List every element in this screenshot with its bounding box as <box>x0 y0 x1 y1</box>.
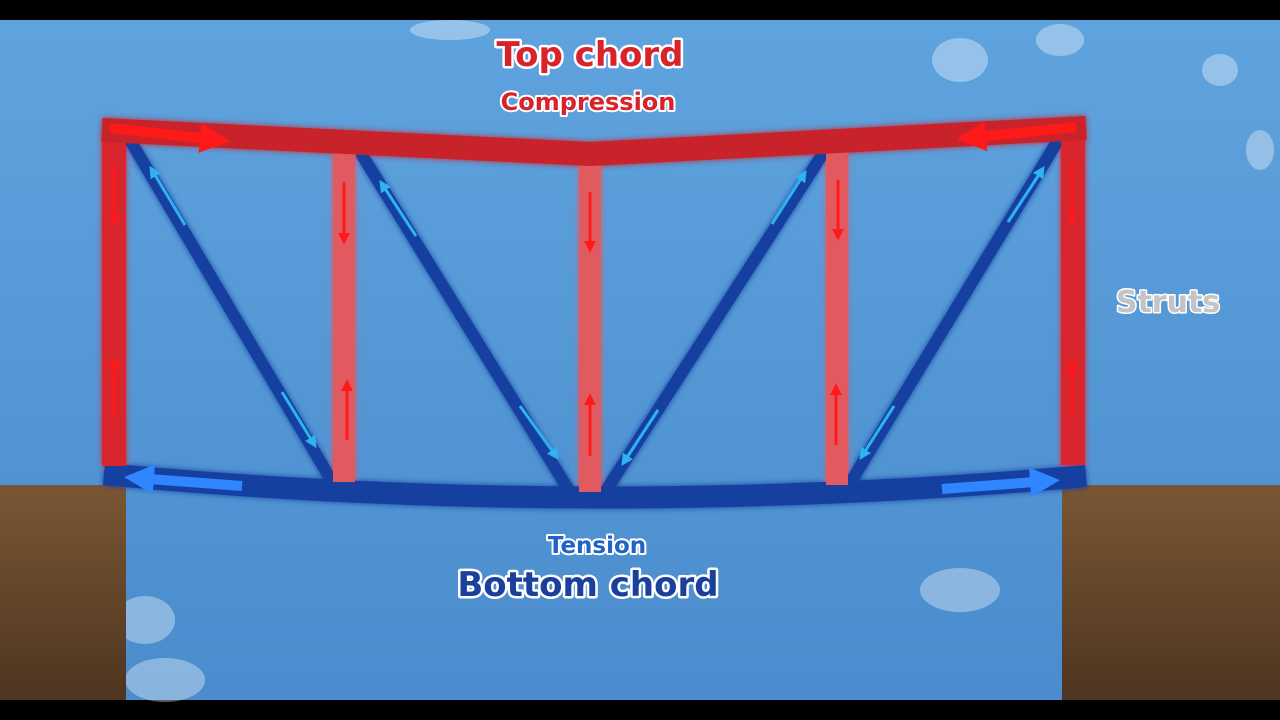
tension-label: Tension <box>548 533 646 559</box>
compression-arrow-left <box>109 123 230 153</box>
ground-right <box>1062 485 1280 700</box>
tension-arrow-left <box>124 464 243 495</box>
letterbox-bottom <box>0 700 1280 720</box>
bottom-chord-member <box>102 463 1087 509</box>
top-chord-label: Top chord <box>496 35 683 75</box>
ground-left <box>0 485 126 700</box>
diagonal-force-arrows <box>149 165 1045 467</box>
struts-label: Struts <box>1116 285 1220 320</box>
top-chord-member <box>101 116 1087 166</box>
diagonal-member-2 <box>356 149 576 498</box>
compression-label: Compression <box>501 88 676 116</box>
compression-arrow-right <box>956 121 1077 152</box>
tension-arrow-right <box>941 467 1060 498</box>
clouds <box>115 20 1274 702</box>
bottom-chord-label: Bottom chord <box>457 565 718 605</box>
vertical-force-arrows <box>108 165 1078 456</box>
diagonal-member-1 <box>124 134 336 484</box>
letterbox-top <box>0 0 1280 20</box>
